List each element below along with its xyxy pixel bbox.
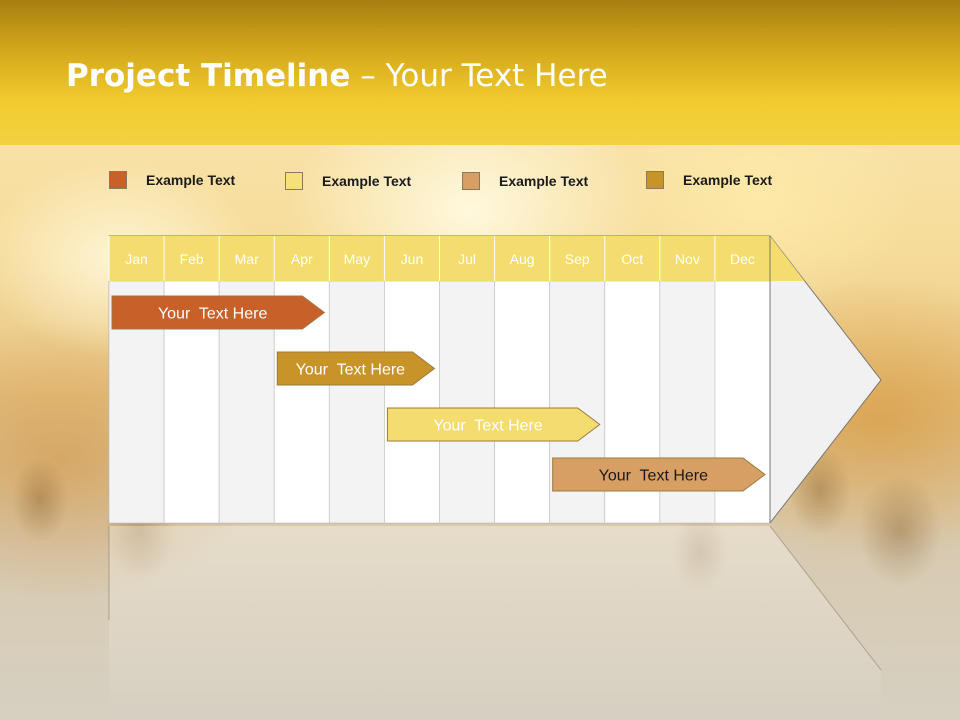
month-column-jun	[384, 280, 440, 524]
task-bar-label-3: Your Text Here	[433, 418, 543, 435]
month-label-mar: Mar	[235, 251, 259, 267]
task-bar-label-4: Your Text Here	[599, 468, 709, 485]
title-bold-part: Project Timeline	[66, 58, 351, 94]
month-column-aug	[494, 280, 551, 524]
month-label-feb: Feb	[180, 251, 204, 267]
legend-swatch-4	[646, 171, 664, 189]
task-bar-3[interactable]: Your Text Here	[386, 407, 601, 442]
task-bar-shape-2	[276, 351, 436, 386]
month-header-band	[109, 236, 805, 281]
timeline-reflection	[109, 526, 881, 720]
legend-label-4: Example Text	[683, 172, 773, 188]
month-label-jan: Jan	[125, 251, 148, 267]
month-label-jul: Jul	[458, 251, 476, 267]
task-bar-shape-4	[552, 457, 766, 492]
month-label-dec: Dec	[730, 251, 755, 267]
task-bar-2[interactable]: Your Text Here	[276, 351, 436, 386]
task-bar-label-2: Your Text Here	[296, 362, 406, 379]
legend-swatch-3	[462, 172, 480, 190]
month-label-jun: Jun	[401, 251, 424, 267]
month-label-may: May	[344, 251, 370, 267]
month-label-nov: Nov	[675, 251, 700, 267]
legend-swatch-2	[285, 172, 303, 190]
month-label-apr: Apr	[291, 251, 313, 267]
month-header-row: Jan Feb Mar Apr May Jun Jul Aug Sep Oct Nov Dec	[108, 236, 805, 523]
slide-title: Project Timeline – Your Text Here	[66, 58, 608, 94]
month-label-oct: Oct	[621, 251, 643, 267]
task-bar-shape-3	[386, 407, 601, 442]
task-bar-shape-1	[111, 295, 326, 330]
title-rest-part: – Your Text Here	[350, 58, 608, 94]
reflection-edge-right	[769, 525, 882, 671]
month-label-sep: Sep	[565, 251, 590, 267]
task-bar-1[interactable]: Your Text Here	[111, 295, 326, 330]
month-column-may	[328, 280, 385, 524]
task-bar-label-1: Your Text Here	[158, 306, 268, 323]
legend-label-2: Example Text	[322, 173, 412, 189]
legend-label-1: Example Text	[146, 172, 236, 188]
month-label-aug: Aug	[510, 251, 535, 267]
month-column-jul	[439, 280, 495, 524]
legend-label-3: Example Text	[499, 173, 589, 189]
task-bar-4[interactable]: Your Text Here	[552, 457, 766, 492]
legend-swatch-1	[109, 171, 127, 189]
title-banner: Project Timeline – Your Text Here	[0, 0, 960, 145]
